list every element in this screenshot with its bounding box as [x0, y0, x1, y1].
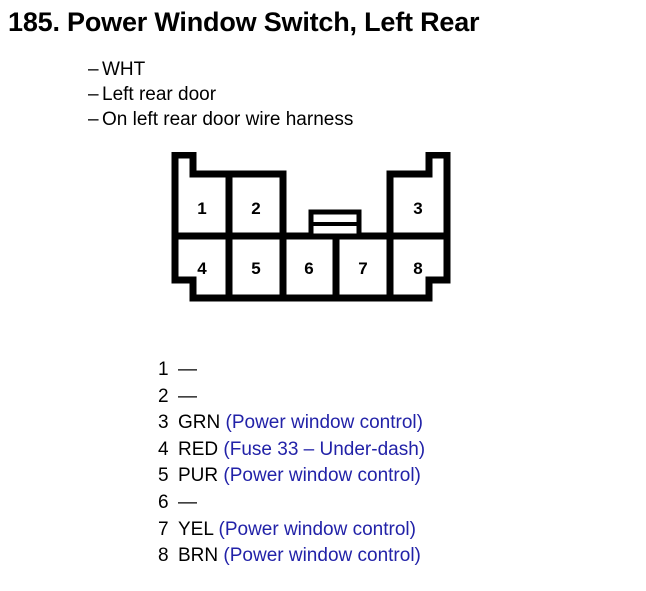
- pin-legend-number: 5: [158, 465, 169, 487]
- pin-cell-8: 8: [413, 259, 422, 278]
- pin-legend-row: 4 RED (Fuse 33 – Under-dash): [158, 437, 578, 464]
- dash-marker-icon: –: [88, 84, 99, 105]
- pin-legend-row: 6—: [158, 490, 578, 517]
- subtitle-text: WHT: [102, 59, 146, 80]
- subtitle-text: Left rear door: [102, 84, 217, 105]
- subtitle-item: –On left rear door wire harness: [88, 107, 353, 132]
- pin-legend-row: 7 YEL (Power window control): [158, 517, 578, 544]
- pin-legend-description: (Power window control): [223, 545, 421, 567]
- pin-legend-row: 8 BRN (Power window control): [158, 543, 578, 570]
- pin-legend-wire-color: —: [178, 359, 197, 380]
- subtitle-item: –WHT: [88, 57, 353, 82]
- connector-body-outline: [171, 152, 451, 302]
- pin-cell-6: 6: [304, 259, 313, 278]
- pin-legend-wire-color: YEL: [178, 518, 214, 540]
- pin-legend-number: 8: [158, 545, 169, 567]
- pin-legend-description: (Power window control): [223, 465, 421, 487]
- pin-legend-number: 2: [158, 385, 169, 407]
- pin-cell-7: 7: [358, 259, 367, 278]
- pin-legend-description: (Power window control): [218, 518, 416, 540]
- pin-legend-row: 5 PUR (Power window control): [158, 463, 578, 490]
- pin-cell-2: 2: [251, 199, 260, 218]
- pin-legend-number: 1: [158, 359, 169, 380]
- pin-legend-row: 1—: [158, 357, 578, 384]
- pin-cell-1: 1: [197, 199, 206, 218]
- pin-cell-4: 4: [197, 259, 207, 278]
- pin-legend-wire-color: RED: [178, 438, 219, 460]
- connector-pinout-diagram: 1 2 3 4 5 6 7 8: [171, 152, 451, 302]
- subtitle-text: On left rear door wire harness: [102, 109, 354, 130]
- pin-legend-number: 3: [158, 412, 169, 434]
- pin-legend-wire-color: PUR: [178, 465, 219, 487]
- pin-cell-3: 3: [413, 199, 422, 218]
- dash-marker-icon: –: [88, 59, 99, 80]
- pin-legend-description: (Fuse 33 – Under-dash): [223, 438, 426, 460]
- pin-legend-wire-color: —: [178, 385, 197, 407]
- pin-legend-description: (Power window control): [225, 412, 423, 434]
- pin-legend-wire-color: GRN: [178, 412, 221, 434]
- pin-legend-number: 7: [158, 518, 169, 540]
- pin-legend-wire-color: BRN: [178, 545, 219, 567]
- pin-legend-row: 3 GRN (Power window control): [158, 410, 578, 437]
- pin-legend-row: 2—: [158, 384, 578, 411]
- pin-legend-number: 4: [158, 438, 169, 460]
- pin-legend-number: 6: [158, 491, 169, 513]
- subtitle-list: –WHT –Left rear door –On left rear door …: [88, 57, 353, 132]
- pin-legend-wire-color: —: [178, 491, 197, 513]
- dash-marker-icon: –: [88, 109, 99, 130]
- page-title: 185. Power Window Switch, Left Rear: [8, 7, 480, 37]
- pin-cell-5: 5: [251, 259, 260, 278]
- subtitle-item: –Left rear door: [88, 82, 353, 107]
- header-block: 185. Power Window Switch, Left Rear: [8, 6, 638, 38]
